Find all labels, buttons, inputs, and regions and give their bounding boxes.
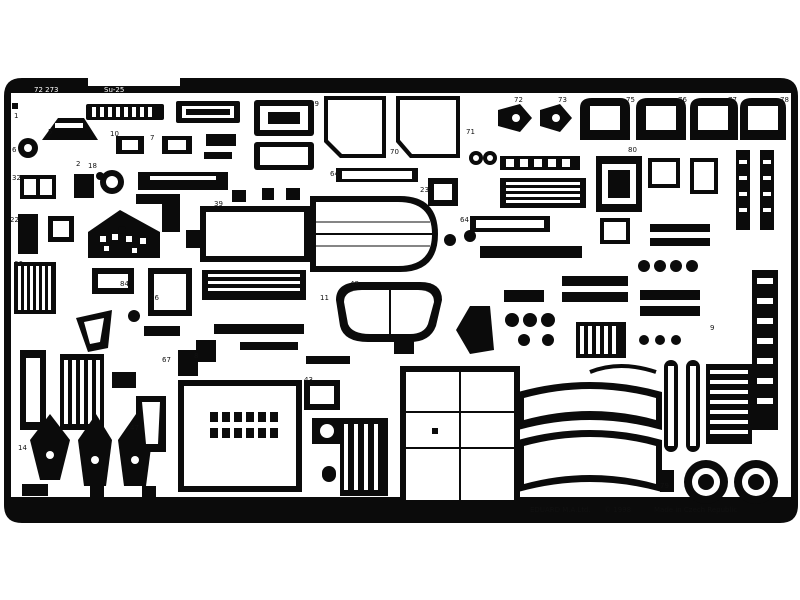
svg-text:64: 64 [330,170,339,178]
part-group-top-right [470,98,786,258]
svg-text:39: 39 [214,200,223,208]
origin-text: Made in Czech Republic [654,506,737,514]
svg-text:11: 11 [320,294,329,302]
svg-text:69: 69 [310,100,319,108]
svg-text:23: 23 [420,186,429,194]
svg-text:1: 1 [14,112,18,120]
model-name: Su-25 [104,86,124,94]
svg-text:2: 2 [76,160,80,168]
svg-text:22: 22 [10,216,19,224]
svg-text:70: 70 [390,148,399,156]
copyright-text: © 1998 [604,506,631,514]
svg-text:79: 79 [660,482,669,490]
svg-text:78: 78 [780,96,789,104]
part-group-lower-center [178,366,520,506]
svg-text:67: 67 [162,356,171,364]
part-group-small-round [96,151,698,346]
svg-text:18: 18 [88,162,97,170]
svg-text:47: 47 [130,424,139,432]
svg-text:73: 73 [558,96,567,104]
svg-text:75: 75 [626,96,635,104]
svg-text:64: 64 [460,216,469,224]
part-group-lower-right [518,360,778,504]
svg-text:8: 8 [194,352,198,360]
svg-text:77: 77 [728,96,737,104]
svg-text:80: 80 [628,146,637,154]
part-group-top-left [12,101,240,258]
part-group-center-top [200,96,460,272]
svg-text:76: 76 [678,96,687,104]
part-group-middle [14,262,778,430]
svg-text:84: 84 [120,280,129,288]
svg-text:14: 14 [18,444,27,452]
svg-text:9: 9 [710,324,714,332]
part-number-labels: 1 5 6 7 18 22 72 73 75 76 77 78 39 71 64… [10,96,789,490]
product-number: 72 273 [34,86,59,94]
svg-text:71: 71 [466,128,475,136]
maker-text: EDUARD M.A.Ltd. [530,506,591,514]
svg-text:48: 48 [350,280,359,288]
part-group-lower-left [20,350,198,498]
svg-text:5: 5 [48,128,52,136]
svg-text:32: 32 [12,174,21,182]
svg-text:10: 10 [110,130,119,138]
svg-text:43: 43 [304,376,313,384]
svg-text:7: 7 [150,134,154,142]
svg-text:26: 26 [150,294,159,302]
svg-text:66: 66 [14,260,23,268]
svg-text:72: 72 [514,96,523,104]
svg-text:6: 6 [12,146,17,154]
